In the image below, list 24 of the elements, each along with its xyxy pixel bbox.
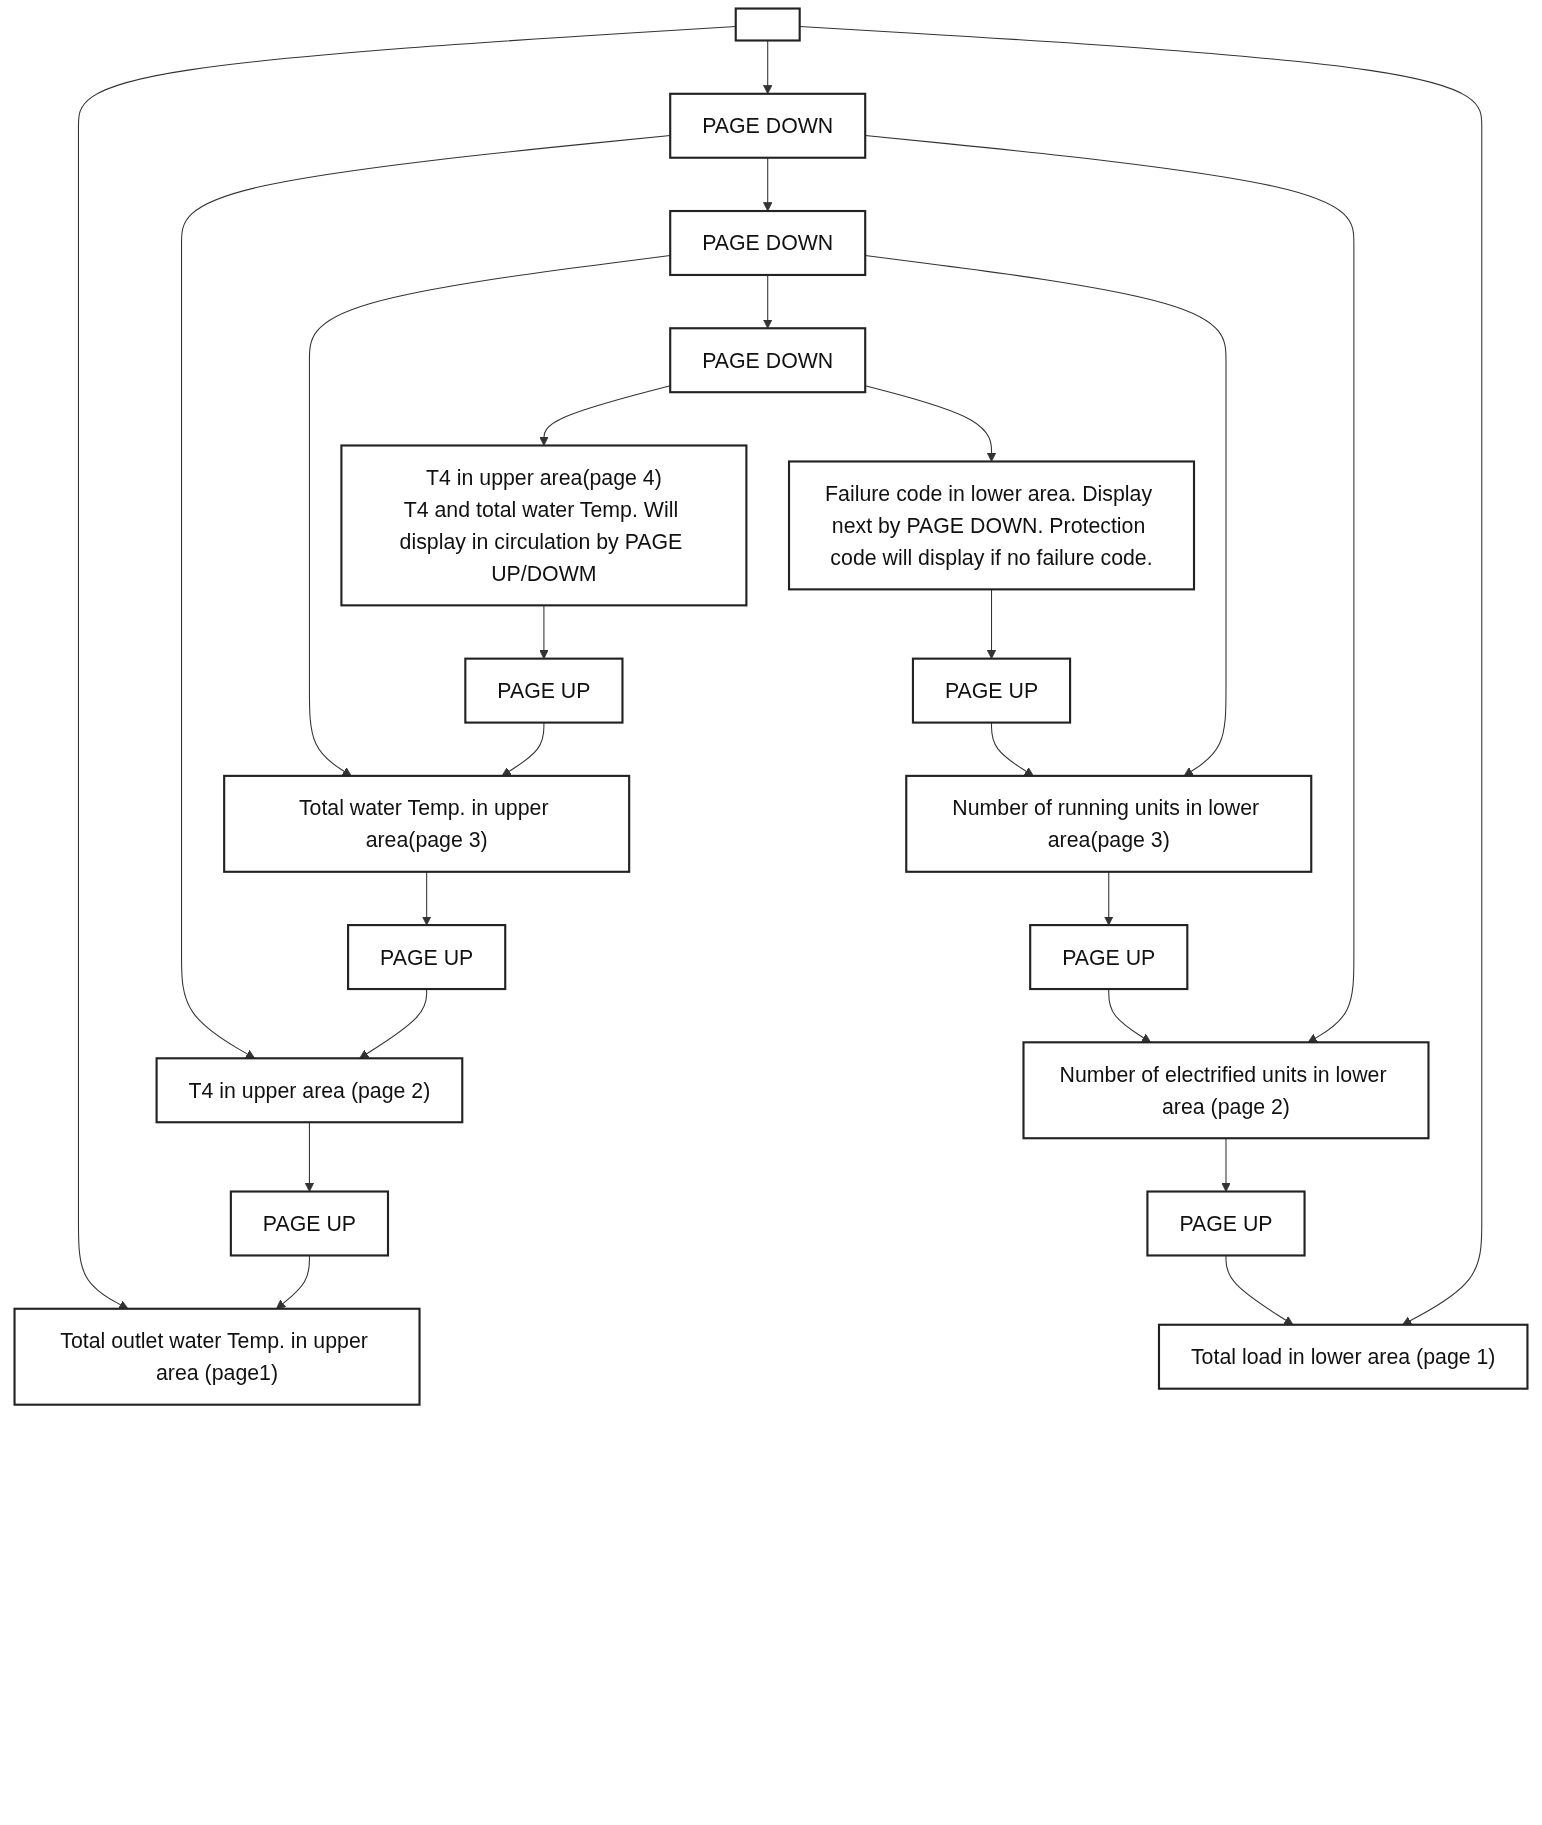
node-box: PAGE DOWN <box>669 92 867 159</box>
node-box: Number of electrified units in lower area (page 2) <box>1022 1041 1430 1140</box>
node-box: PAGE UP <box>911 657 1072 724</box>
node-box: PAGE UP <box>229 1190 390 1257</box>
node-box: PAGE UP <box>347 924 507 991</box>
node-box: Total outlet water Temp. in upper area (page1) <box>13 1307 421 1406</box>
node-box: PAGE DOWN <box>669 209 867 277</box>
node-box: PAGE UP <box>1146 1190 1306 1257</box>
node-box: Number of running units in lower area(page 3) <box>905 774 1313 873</box>
arrow <box>421 871 432 926</box>
node-box: PAGE UP <box>1029 924 1189 991</box>
node-box: PAGE DOWN <box>669 327 867 394</box>
node-box: Total water Temp. in upper area(page 3) <box>223 774 631 873</box>
node-box: T4 in upper area (page 2) <box>155 1057 464 1124</box>
node-box: T4 in upper area(page 4) T4 and total water Temp. Will display in circulation by PAGE UP/DOWM <box>340 444 748 607</box>
arrow <box>763 274 773 329</box>
node-box: Failure code in lower area. Display next by PAGE DOWN. Protection code will display if no failure code. <box>787 460 1196 591</box>
arrow <box>181 134 671 1059</box>
node-box: Total load in lower area (page 1) <box>1157 1323 1529 1390</box>
arrow <box>763 157 773 212</box>
node-box: PAGE UP <box>464 657 624 724</box>
node-box <box>734 7 801 42</box>
arrow <box>1104 871 1114 926</box>
arrow <box>539 385 671 446</box>
